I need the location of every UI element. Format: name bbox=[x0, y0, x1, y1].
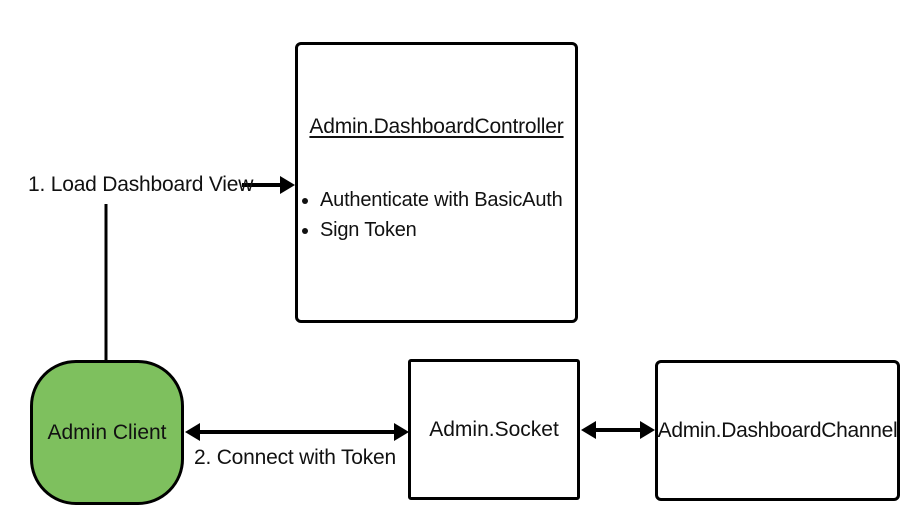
node-admin-socket: Admin.Socket bbox=[408, 359, 580, 500]
controller-bullet-sign-token: Sign Token bbox=[320, 215, 563, 245]
edge-label-load-dashboard-view: 1. Load Dashboard View bbox=[28, 173, 254, 196]
node-admin-client: Admin Client bbox=[30, 360, 184, 505]
controller-bullet-list: Authenticate with BasicAuth Sign Token bbox=[298, 185, 563, 245]
controller-title: Admin.DashboardController bbox=[309, 115, 564, 138]
edge-connect-token-right-arrowhead-icon bbox=[394, 423, 409, 441]
controller-bullet-authenticate: Authenticate with BasicAuth bbox=[320, 185, 563, 215]
edge-label-connect-with-token: 2. Connect with Token bbox=[193, 446, 397, 469]
edge-socket-channel-left-arrowhead-icon bbox=[581, 421, 596, 439]
edge-connect-token-left-arrowhead-icon bbox=[185, 423, 200, 441]
admin-dashboard-channel-label: Admin.DashboardChannel bbox=[657, 418, 898, 442]
admin-client-label: Admin Client bbox=[47, 420, 167, 444]
admin-socket-label: Admin.Socket bbox=[429, 417, 559, 441]
node-admin-dashboard-channel: Admin.DashboardChannel bbox=[655, 360, 900, 501]
node-dashboard-controller: Admin.DashboardController Authenticate w… bbox=[295, 42, 578, 323]
edge-socket-channel-right-arrowhead-icon bbox=[640, 421, 655, 439]
edge-load-dashboard-arrowhead-icon bbox=[280, 176, 295, 194]
